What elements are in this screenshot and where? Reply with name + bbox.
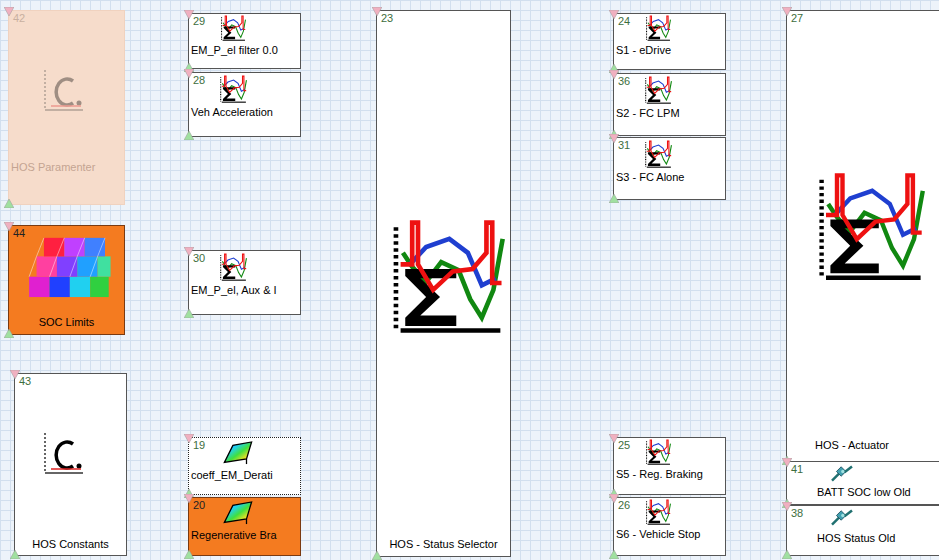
block-name: Veh Acceleration — [191, 106, 273, 119]
simulink-block: 28Veh Acceleration — [188, 72, 301, 137]
simulink-block: 42HOS Paramenter — [8, 10, 125, 205]
block-name: EM_P_el, Aux & I — [191, 284, 277, 297]
block-icon — [829, 464, 855, 484]
block-icon — [644, 439, 672, 465]
simulink-block: 19 coeff_EM_Derati — [188, 437, 301, 495]
block-number: 23 — [377, 11, 510, 25]
port-marker — [609, 134, 619, 143]
block-icon — [829, 508, 855, 528]
block-name: HOS Status Old — [817, 532, 895, 545]
port-marker — [184, 131, 194, 140]
simulink-block: 36 S2 - FC LPM — [613, 73, 726, 136]
block-number: 20 — [189, 498, 300, 512]
block-icon — [389, 211, 505, 341]
simulink-block: 27HOS - Actuator — [786, 10, 939, 462]
simulink-block: 24 S1 - eDrive — [613, 13, 726, 70]
simulink-block: 31 S3 - FC Alone — [613, 137, 726, 200]
block-number: 26 — [614, 498, 725, 512]
port-marker — [10, 550, 20, 559]
block-number: 31 — [614, 138, 725, 152]
block-name: HOS Constants — [32, 538, 108, 551]
block-name: BATT SOC low Old — [817, 486, 911, 499]
port-marker — [609, 494, 619, 503]
block-icon — [644, 15, 672, 41]
port-marker — [372, 551, 382, 560]
block-name: EM_P_el filter 0.0 — [191, 44, 278, 57]
port-marker — [782, 550, 792, 559]
port-marker — [609, 10, 619, 19]
port-marker — [184, 69, 194, 78]
block-number: 41 — [787, 462, 939, 476]
block-icon — [37, 429, 87, 479]
port-marker — [10, 370, 20, 379]
block-name: coeff_EM_Derati — [191, 469, 273, 482]
block-name: HOS Paramenter — [11, 161, 95, 174]
block-number: 43 — [15, 374, 126, 388]
block-icon — [644, 499, 672, 525]
port-marker — [372, 7, 382, 16]
block-name: HOS - Status Selector — [389, 538, 497, 551]
block-name: S6 - Vehicle Stop — [616, 528, 700, 541]
simulink-block: 23HOS - Status Selector — [376, 10, 511, 557]
block-icon — [219, 15, 247, 41]
block-name: SOC Limits — [39, 316, 95, 329]
block-icon — [17, 236, 119, 310]
block-name: S2 - FC LPM — [616, 107, 680, 120]
port-marker — [609, 434, 619, 443]
port-marker — [609, 550, 619, 559]
port-marker — [609, 194, 619, 203]
block-icon — [219, 75, 247, 103]
block-number: 30 — [189, 251, 300, 265]
block-icon — [219, 253, 247, 281]
simulink-block: 25 S5 - Reg. Braking — [613, 437, 726, 495]
port-marker — [4, 199, 14, 208]
block-icon — [37, 66, 87, 116]
block-number: 38 — [787, 506, 939, 520]
block-number: 29 — [189, 14, 300, 28]
port-marker — [184, 434, 194, 443]
port-marker — [609, 70, 619, 79]
port-marker — [184, 10, 194, 19]
simulink-block: 44SOC Limits — [8, 225, 125, 335]
port-marker — [4, 7, 14, 16]
port-marker — [184, 494, 194, 503]
block-icon — [644, 140, 672, 168]
port-marker — [184, 550, 194, 559]
port-marker — [4, 329, 14, 338]
block-number: 44 — [9, 226, 124, 240]
block-number: 19 — [189, 438, 300, 452]
block-number: 36 — [614, 74, 725, 88]
port-marker — [4, 222, 14, 231]
block-name: S1 - eDrive — [616, 44, 671, 57]
block-icon — [815, 161, 925, 291]
block-icon — [644, 76, 672, 104]
block-number: 28 — [189, 73, 300, 87]
simulink-block: 41BATT SOC low Old — [786, 461, 939, 505]
block-name: S3 - FC Alone — [616, 171, 684, 184]
simulink-block: 38HOS Status Old — [786, 505, 939, 556]
simulink-block: 43HOS Constants — [14, 373, 127, 556]
simulink-block: 30EM_P_el, Aux & I — [188, 250, 301, 315]
block-name: HOS - Actuator — [815, 439, 889, 452]
block-number: 42 — [9, 11, 124, 25]
port-marker — [782, 458, 792, 467]
block-icon — [221, 500, 255, 526]
port-marker — [184, 247, 194, 256]
block-name: Regenerative Bra — [191, 529, 277, 542]
port-marker — [782, 502, 792, 511]
block-number: 25 — [614, 438, 725, 452]
simulink-block: 20Regenerative Bra — [188, 497, 301, 556]
simulink-block: 26 S6 - Vehicle Stop — [613, 497, 726, 556]
simulink-block: 29EM_P_el filter 0.0 — [188, 13, 301, 69]
port-marker — [184, 309, 194, 318]
block-icon — [221, 440, 255, 466]
block-number: 27 — [787, 11, 939, 25]
block-number: 24 — [614, 14, 725, 28]
port-marker — [782, 7, 792, 16]
block-name: S5 - Reg. Braking — [616, 468, 703, 481]
